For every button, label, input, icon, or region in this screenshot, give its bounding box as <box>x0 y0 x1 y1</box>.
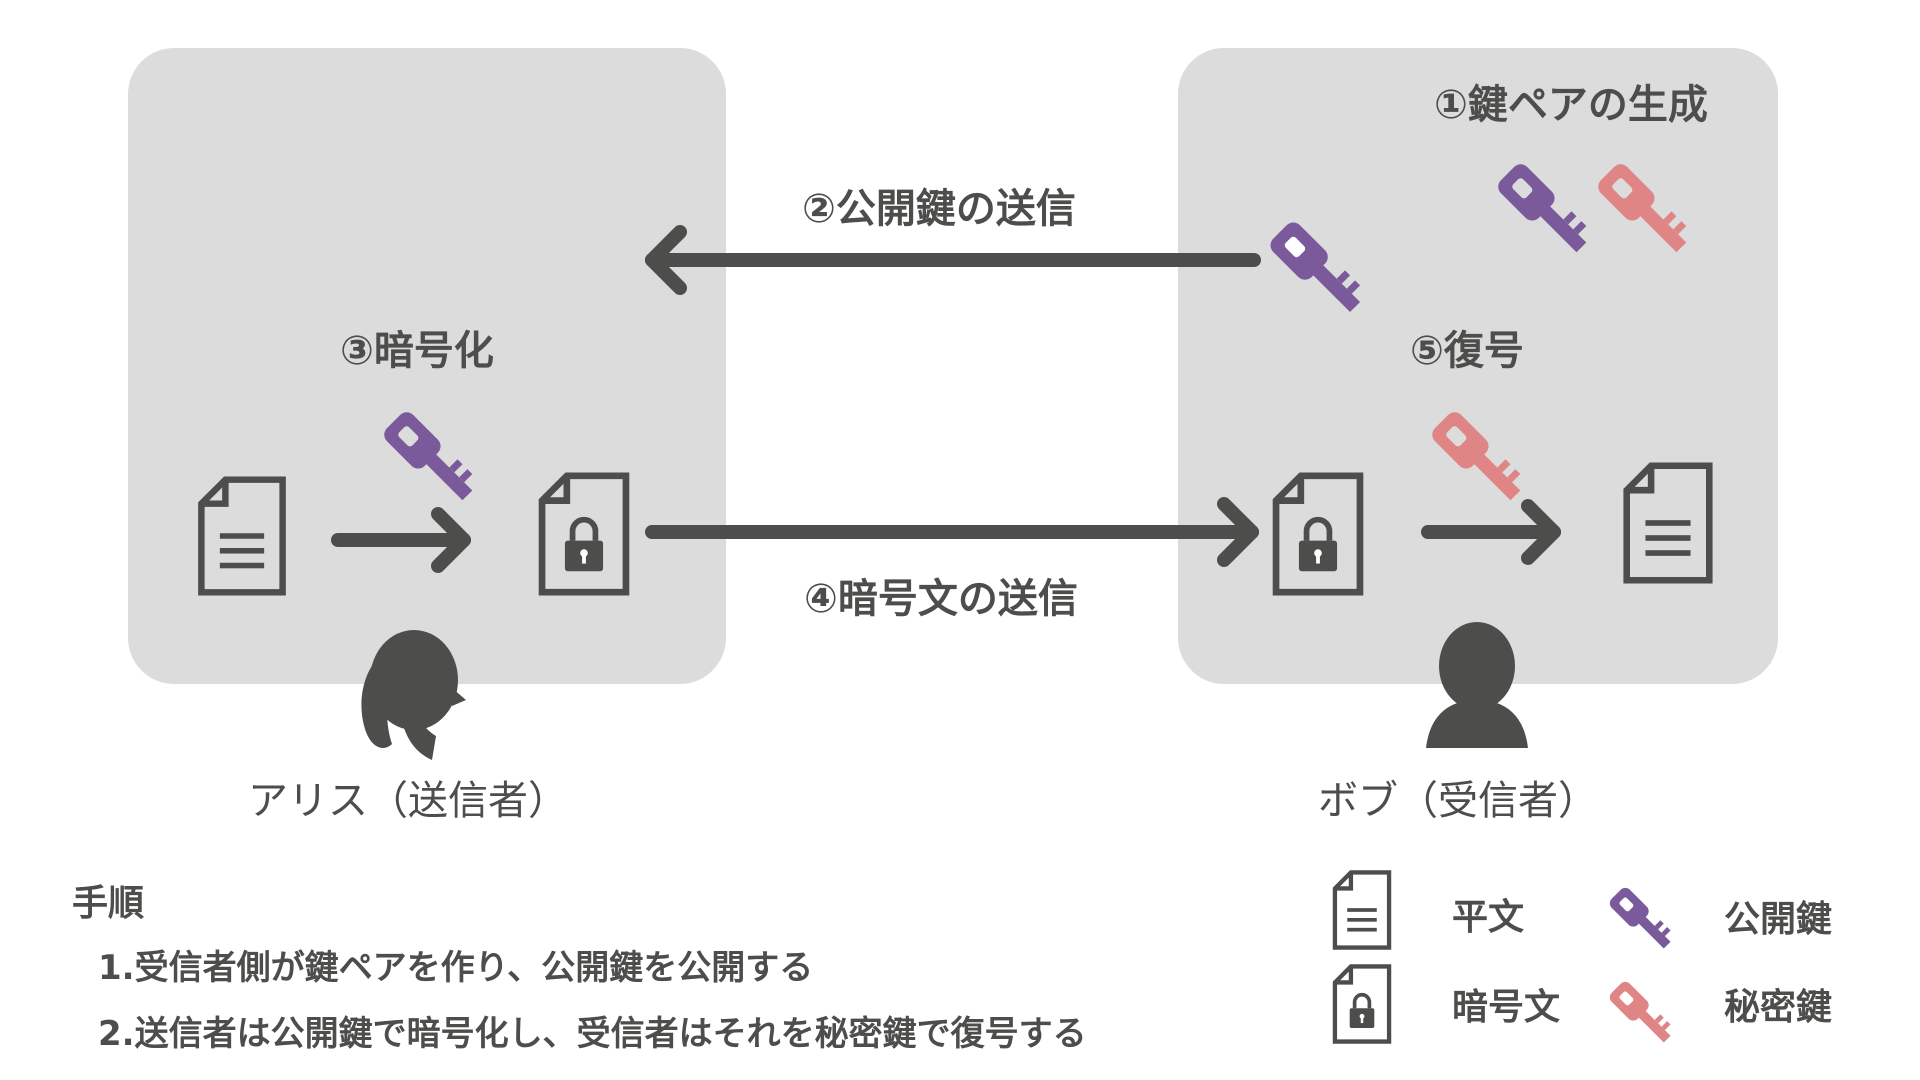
send-pubkey-arrow <box>645 225 1261 295</box>
decrypt-arrow <box>1421 499 1561 565</box>
encrypt-arrow <box>331 507 471 573</box>
legend-plaintext-icon <box>1335 872 1389 947</box>
send-cipher-arrow <box>645 497 1259 567</box>
legend-public-key-icon <box>1607 885 1677 955</box>
procedure-item-1: 1.受信者側が鍵ペアを作り、公開鍵を公開する <box>98 948 814 988</box>
legend-private-key-icon <box>1607 979 1677 1049</box>
step-send-pubkey-label: ②公開鍵の送信 <box>802 186 1076 232</box>
bob-label: ボブ（受信者） <box>1318 778 1598 824</box>
alice-avatar <box>361 630 466 760</box>
step-send-cipher-label: ④暗号文の送信 <box>804 576 1078 622</box>
step-decrypt-label: ⑤復号 <box>1410 328 1524 374</box>
procedure-title: 手順 <box>72 883 145 924</box>
legend-plaintext-label: 平文 <box>1452 897 1525 938</box>
legend-public-key-label: 公開鍵 <box>1724 899 1833 940</box>
procedure-item-2: 2.送信者は公開鍵で暗号化し、受信者はそれを秘密鍵で復号する <box>98 1014 1087 1054</box>
bob-avatar <box>1426 622 1528 748</box>
alice-label: アリス（送信者） <box>248 778 568 824</box>
step-keygen-label: ①鍵ペアの生成 <box>1434 82 1708 128</box>
legend-ciphertext-label: 暗号文 <box>1452 987 1561 1028</box>
legend-private-key-label: 秘密鍵 <box>1724 987 1833 1028</box>
legend-ciphertext-icon <box>1335 966 1389 1041</box>
step-encrypt-label: ③暗号化 <box>340 328 494 374</box>
